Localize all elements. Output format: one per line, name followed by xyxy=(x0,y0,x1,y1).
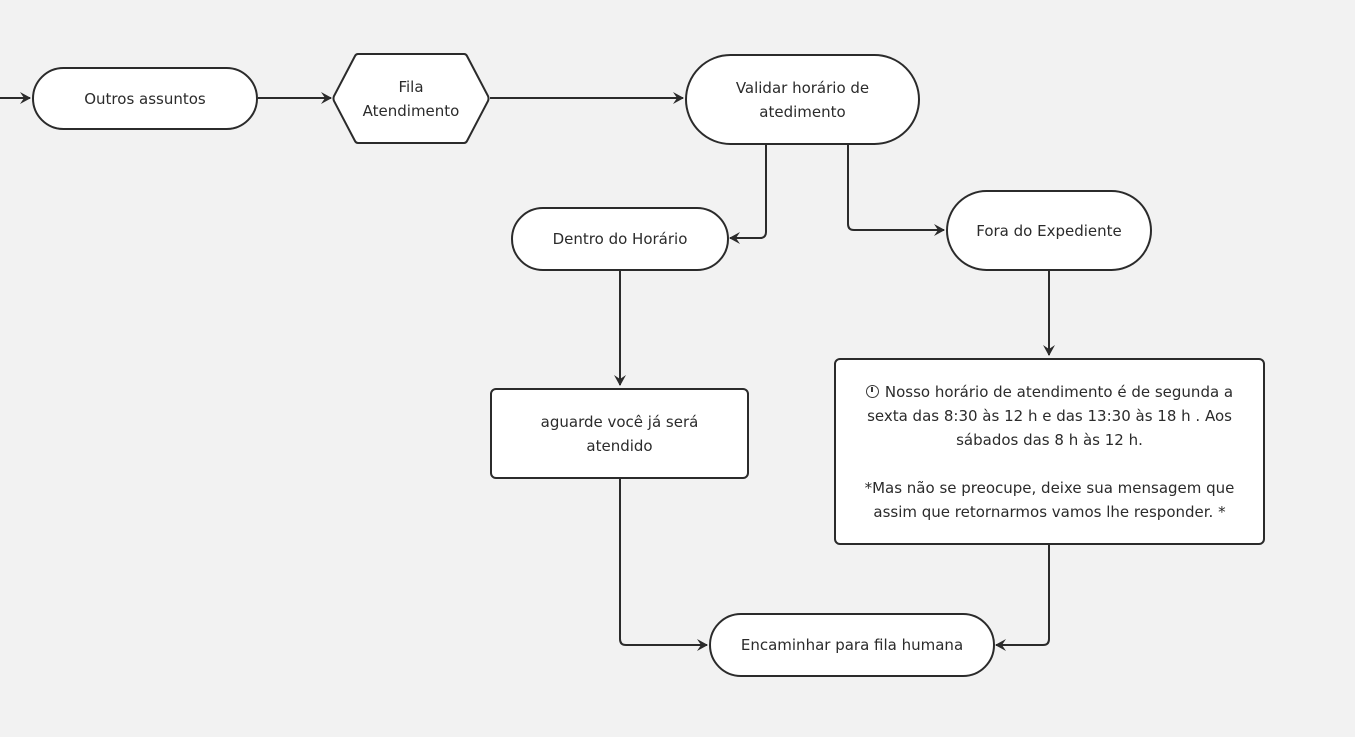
fila-label-line1: Fila xyxy=(398,77,424,96)
edge-mensagem-to-encaminhar xyxy=(995,545,1050,651)
edge-aguarde-to-encaminhar xyxy=(619,479,708,651)
node-dentro-do-horario[interactable]: Dentro do Horário xyxy=(511,207,729,271)
message-line-2: sexta das 8:30 às 12 h e das 13:30 às 18… xyxy=(867,406,1232,425)
node-fila-atendimento[interactable]: Fila Atendimento xyxy=(332,53,490,144)
node-encaminhar-fila-humana[interactable]: Encaminhar para fila humana xyxy=(709,613,995,677)
edge-validar-to-fora xyxy=(847,145,945,236)
node-aguarde-label: aguarde você já será atendido xyxy=(541,410,699,458)
node-fora-do-expediente-label: Fora do Expediente xyxy=(976,221,1122,240)
validar-label-line2: atedimento xyxy=(759,102,846,121)
message-line-1: Nosso horário de atendimento é de segund… xyxy=(865,380,1234,404)
node-encaminhar-label: Encaminhar para fila humana xyxy=(740,636,964,654)
message-line-4: *Mas não se preocupe, deixe sua mensagem… xyxy=(864,478,1235,497)
node-mensagem-fora-expediente[interactable]: Nosso horário de atendimento é de segund… xyxy=(834,358,1265,545)
node-outros-assuntos-label: Outros assuntos xyxy=(84,89,206,108)
validar-label-line1: Validar horário de xyxy=(735,78,870,97)
edge-validar-to-dentro xyxy=(729,145,767,244)
message-line-5: assim que retornarmos vamos lhe responde… xyxy=(873,502,1226,521)
node-fila-atendimento-label: Fila Atendimento xyxy=(363,75,460,123)
node-validar-horario-label: Validar horário de atedimento xyxy=(736,76,869,124)
aguarde-label-line1: aguarde você já será xyxy=(540,412,699,431)
node-dentro-do-horario-label: Dentro do Horário xyxy=(552,230,688,248)
node-fora-do-expediente[interactable]: Fora do Expediente xyxy=(946,190,1152,271)
message-line-3: sábados das 8 h às 12 h. xyxy=(956,430,1143,449)
fila-label-line2: Atendimento xyxy=(362,101,460,120)
hexagon-shape xyxy=(332,53,490,144)
message-line-1-text: Nosso horário de atendimento é de segund… xyxy=(884,382,1234,401)
node-outros-assuntos[interactable]: Outros assuntos xyxy=(32,67,258,130)
aguarde-label-line2: atendido xyxy=(586,436,653,455)
node-aguarde[interactable]: aguarde você já será atendido xyxy=(490,388,749,479)
node-validar-horario[interactable]: Validar horário de atedimento xyxy=(685,54,920,145)
clock-icon xyxy=(865,384,879,398)
